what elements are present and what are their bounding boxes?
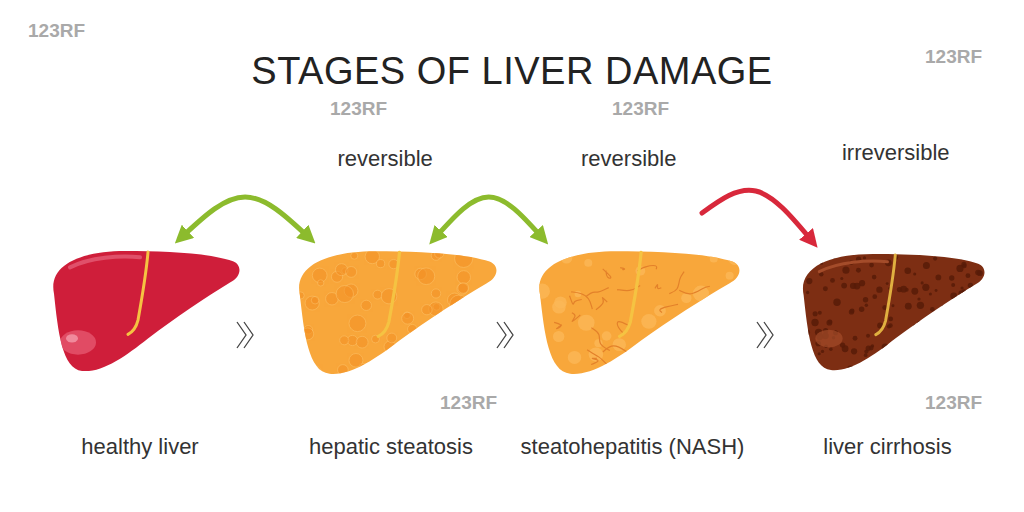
liver-stage: healthy liver	[40, 245, 240, 460]
watermark-text: 123RF	[925, 46, 982, 68]
liver-outline	[53, 251, 239, 371]
reversibility-arrow	[702, 190, 809, 238]
diagram-title: STAGES OF LIVER DAMAGE	[0, 50, 1024, 93]
watermark-text: 123RF	[28, 20, 85, 42]
stage-caption: liver cirrhosis	[823, 434, 951, 460]
liver-outline	[299, 251, 496, 374]
watermark-text: 123RF	[925, 392, 982, 414]
chevron-symbol	[757, 322, 773, 348]
gallbladder-line	[620, 252, 642, 336]
watermark-text: 123RF	[440, 392, 497, 414]
gallbladder-line	[128, 252, 148, 334]
edge-label: reversible	[581, 146, 676, 172]
liver-illustration	[285, 245, 497, 380]
liver-illustration	[790, 248, 985, 376]
gallbladder-line	[378, 252, 399, 336]
reversibility-arrow	[184, 197, 306, 235]
edge-label: reversible	[337, 146, 432, 172]
liver-outline	[803, 254, 985, 370]
chevron-symbol	[237, 322, 253, 348]
watermark-text: 123RF	[612, 98, 669, 120]
gallbladder-line	[876, 255, 896, 335]
liver-stage: liver cirrhosis	[790, 248, 985, 460]
stage-caption: healthy liver	[81, 434, 198, 460]
reversibility-arrow	[438, 197, 540, 235]
edge-label: irreversible	[842, 140, 950, 166]
chevron-symbol	[497, 322, 513, 348]
liver-stage: hepatic steatosis	[285, 245, 497, 460]
liver-outline	[539, 251, 739, 374]
liver-illustration	[525, 245, 740, 380]
stage-caption: steatohepatitis (NASH)	[521, 434, 745, 460]
liver-illustration	[40, 245, 240, 377]
watermark-text: 123RF	[330, 98, 387, 120]
liver-stage: steatohepatitis (NASH)	[517, 245, 749, 460]
stage-caption: hepatic steatosis	[309, 434, 473, 460]
